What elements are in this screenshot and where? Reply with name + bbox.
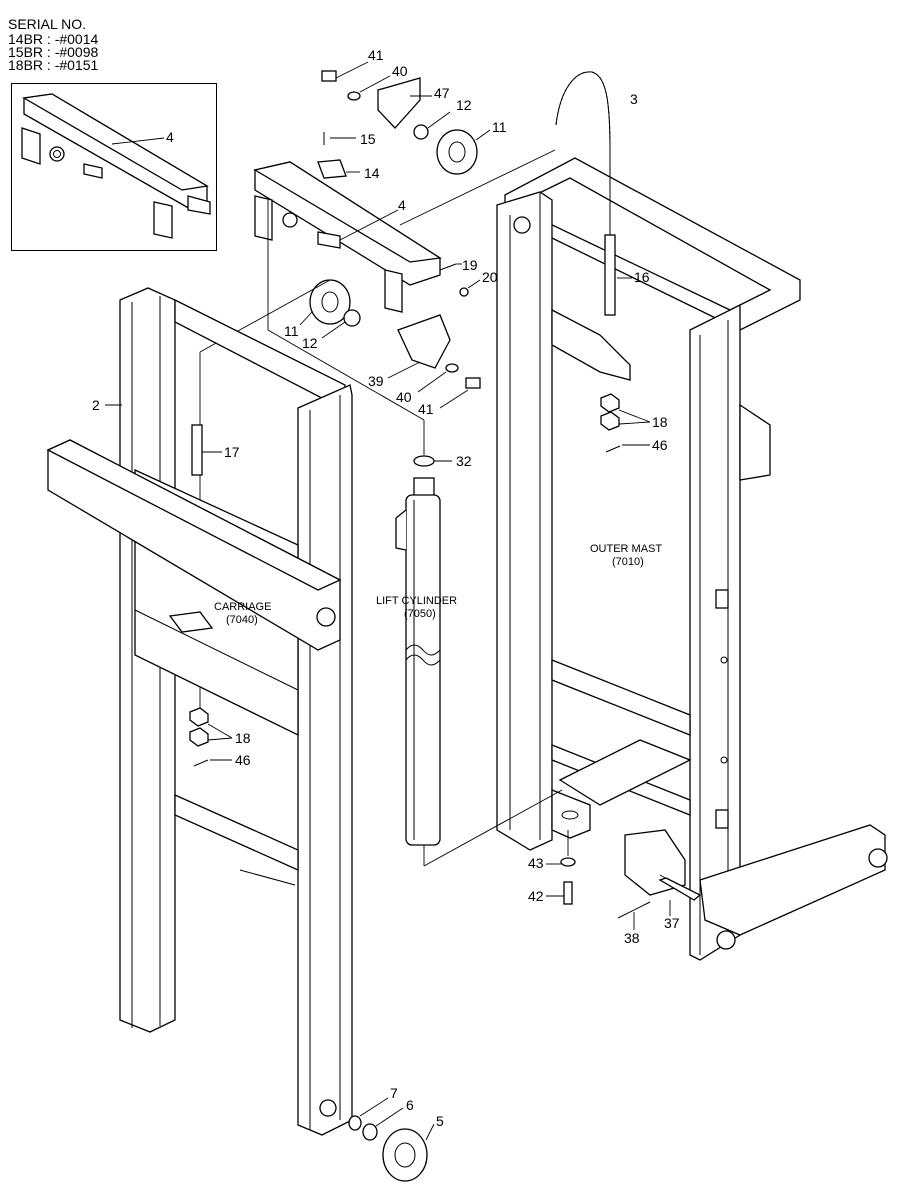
sheave-lower-drawing [299, 279, 481, 409]
lift-cylinder-label: LIFT CYLINDER [376, 595, 457, 607]
callout-2: 2 [92, 397, 100, 413]
chain-drawing [555, 71, 651, 453]
serial-line-15br: 15BR : -#0098 [8, 44, 99, 60]
callout-4: 4 [398, 197, 406, 213]
lift-cylinder-code: (7050) [404, 608, 436, 620]
callout-16: 16 [634, 269, 650, 285]
callout-46-outer: 46 [652, 437, 668, 453]
callout-11-top: 11 [492, 119, 507, 135]
callout-5: 5 [436, 1113, 444, 1129]
callout-15: 15 [360, 131, 376, 147]
callout-4-inset: 4 [166, 129, 174, 145]
inner-mast-drawing [105, 287, 353, 1136]
callout-47: 47 [434, 85, 450, 101]
inset-box: 4 [11, 83, 217, 251]
callout-12-lower: 12 [302, 335, 318, 351]
base-pin-drawing [546, 857, 702, 930]
carriage-drawing [46, 424, 342, 767]
callout-7: 7 [390, 1085, 398, 1101]
carriage-code: (7040) [226, 614, 258, 626]
callout-39: 39 [368, 373, 384, 389]
serial-line-14br: 14BR : -#0014 [8, 31, 99, 47]
callout-42: 42 [528, 888, 544, 904]
outer-mast-label: OUTER MAST [590, 543, 662, 555]
callout-43: 43 [528, 855, 544, 871]
serial-line-18br: 18BR : -#0151 [8, 57, 99, 73]
callout-17: 17 [224, 444, 240, 460]
callout-18-outer: 18 [652, 414, 668, 430]
outer-mast-drawing [496, 157, 888, 961]
callout-6: 6 [406, 1097, 414, 1113]
callout-18-carriage: 18 [235, 730, 251, 746]
inset-chain-anchor-drawing: 4 [21, 93, 211, 239]
callout-40-lower: 40 [396, 389, 412, 405]
callout-14: 14 [364, 165, 380, 181]
bottom-roller-drawing [348, 1097, 435, 1182]
callout-41-top: 41 [368, 47, 384, 63]
callout-41-lower: 41 [418, 401, 434, 417]
callout-19: 19 [462, 257, 478, 273]
anchor-bar-drawing [253, 132, 481, 313]
callout-20: 20 [482, 269, 498, 285]
sheave-upper-drawing [321, 61, 491, 175]
callout-12-top: 12 [456, 97, 472, 113]
serial-title: SERIAL NO. [8, 16, 87, 32]
outer-mast-code: (7010) [612, 556, 644, 568]
carriage-label: CARRIAGE [214, 601, 271, 613]
callout-37: 37 [664, 915, 680, 931]
callout-11-lower: 11 [284, 323, 299, 339]
callout-40-top: 40 [392, 63, 408, 79]
callout-32: 32 [456, 453, 472, 469]
callout-46-carriage: 46 [235, 752, 251, 768]
callout-38: 38 [624, 930, 640, 946]
lift-cylinder-drawing [395, 455, 452, 846]
callout-3: 3 [630, 91, 638, 107]
